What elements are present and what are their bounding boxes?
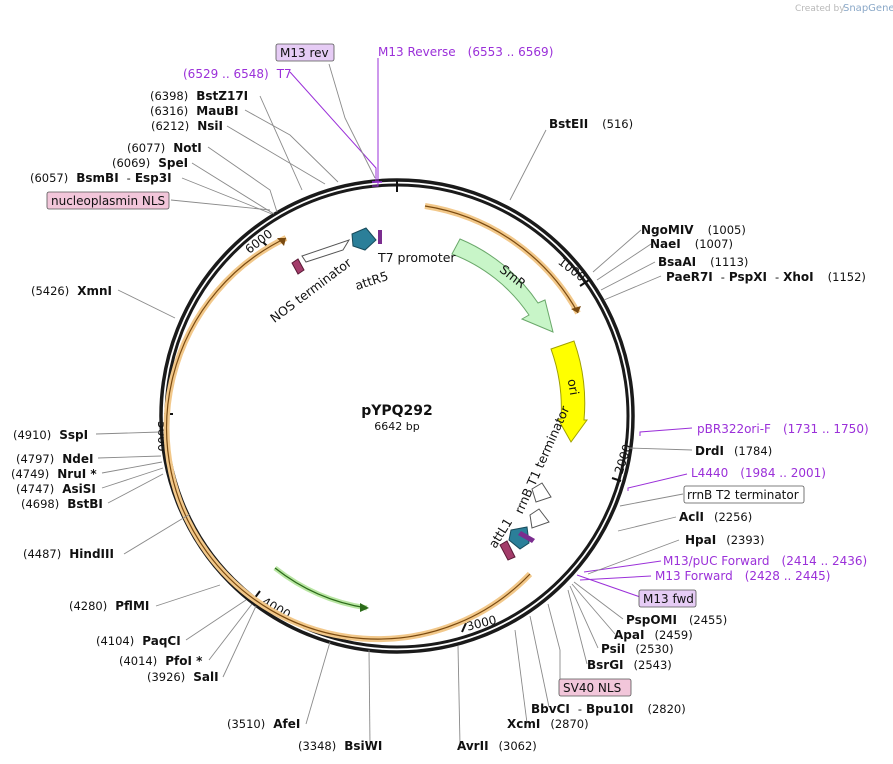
nos-magenta-feature <box>291 258 305 275</box>
attl1-magenta-feature <box>499 540 516 561</box>
rrnb-t2-box <box>683 485 805 504</box>
t7-primer-label: (6529 .. 6548) T7 <box>183 67 292 81</box>
primer-leads <box>289 58 693 599</box>
enzyme-sspi: (4910)SspI <box>13 428 88 442</box>
m13-reverse-name: M13 Reverse <box>378 45 456 59</box>
enzyme-ngomiv: NgoMIV(1005) <box>641 223 746 237</box>
m13puc-name: M13/pUC Forward <box>663 554 770 568</box>
enzyme-bbvci: BbvCI-Bpu10I(2820) <box>531 702 686 716</box>
t7-promoter-feature <box>378 230 382 244</box>
green-arc-line <box>274 567 368 609</box>
enzyme-leads <box>95 63 693 746</box>
pbr322ori-primer-label: pBR322ori-F (1731 .. 1750) <box>697 422 869 436</box>
orange-arc-left-head <box>277 238 286 246</box>
m13fwd-primer-label: M13 Forward (2428 .. 2445) <box>655 569 830 583</box>
enzyme-drdi: DrdI(1784) <box>695 444 772 458</box>
enzyme-nsii: (6212)NsiI <box>151 119 223 133</box>
m13puc-primer-label: M13/pUC Forward (2414 .. 2436) <box>663 554 867 568</box>
enzyme-spei: (6069)SpeI <box>112 156 188 170</box>
enzyme-bsrgi: BsrGI(2543) <box>587 658 672 672</box>
enzyme-xmni: (5426)XmnI <box>31 284 112 298</box>
ori-feature <box>550 340 588 443</box>
enzyme-asisi: (4747)AsiSI <box>16 482 96 496</box>
attr5-label: attR5 <box>353 268 390 293</box>
l4440-primer-label: L4440 (1984 .. 2001) <box>691 466 826 480</box>
pbr322ori-name: pBR322ori-F <box>697 422 771 436</box>
t7-name: T7 <box>276 67 292 81</box>
enzyme-hpai: HpaI(2393) <box>685 533 764 547</box>
nos-terminator-label: NOS terminator <box>267 254 355 325</box>
m13-rev-label: M13 rev <box>280 46 329 60</box>
enzyme-pflmi: (4280)PflMI <box>69 599 149 613</box>
enzyme-bstz17i: (6398)BstZ17I <box>150 89 248 103</box>
enzyme-apai: ApaI(2459) <box>614 628 693 642</box>
m13fwd-range: (2428 .. 2445) <box>745 569 831 583</box>
l4440-name: L4440 <box>691 466 728 480</box>
enzyme-noti: (6077)NotI <box>127 141 202 155</box>
m13puc-range: (2414 .. 2436) <box>782 554 868 568</box>
m13-fwd-label: M13 fwd <box>643 592 694 606</box>
sv40-nls-label: SV40 NLS <box>563 681 621 695</box>
enzyme-acli: AclI(2256) <box>679 510 752 524</box>
green-arc <box>273 566 368 611</box>
attl1-feature <box>508 526 530 550</box>
enzyme-naei: NaeI(1007) <box>650 237 733 251</box>
enzyme-xcmi: XcmI(2870) <box>507 717 589 731</box>
enzyme-paer7i: PaeR7I-PspXI-XhoI(1152) <box>666 270 866 284</box>
plasmid-size: 6642 bp <box>374 420 419 433</box>
sv40-nls-box <box>558 678 632 697</box>
enzyme-paqci: (4104)PaqCI <box>96 634 181 648</box>
plasmid-name: pYPQ292 <box>361 403 433 419</box>
green-arc-head <box>360 603 369 612</box>
enzyme-pfoi: (4014)PfoI * <box>119 654 203 668</box>
attr5-feature <box>351 227 377 251</box>
m13fwd-name: M13 Forward <box>655 569 733 583</box>
pbr322ori-range: (1731 .. 1750) <box>783 422 869 436</box>
enzyme-maubi: (6316)MauBI <box>150 104 238 118</box>
enzyme-ndei: (4797)NdeI <box>16 452 94 466</box>
enzyme-bsteii: BstEII(516) <box>549 117 633 131</box>
ori-label: ori <box>565 378 583 397</box>
enzyme-bstbi: (4698)BstBI <box>21 497 103 511</box>
credit-text: Created by <box>795 4 845 14</box>
m13-reverse-primer-label: M13 Reverse (6553 .. 6569) <box>378 45 553 59</box>
m13-rev-box <box>275 43 335 62</box>
tick-2000: 2000 <box>612 442 635 475</box>
enzyme-hindiii: (4487)HindIII <box>23 547 114 561</box>
enzyme-bsiwi: (3348)BsiWI <box>298 739 382 753</box>
smr-feature <box>451 238 554 333</box>
enzyme-afei: (3510)AfeI <box>227 717 300 731</box>
m13-fwd-box <box>638 589 697 608</box>
enzyme-bsmbi: (6057)BsmBI-Esp3I <box>30 171 172 185</box>
nos-terminator-feature <box>301 239 351 263</box>
l4440-range: (1984 .. 2001) <box>740 466 826 480</box>
rrnb-t2-feature <box>529 508 550 529</box>
rrnb-t2-label: rrnB T2 terminator <box>687 488 799 502</box>
enzyme-pspomi: PspOMI(2455) <box>626 613 727 627</box>
t7-range: (6529 .. 6548) <box>183 67 269 81</box>
enzyme-nrui: (4749)NruI * <box>11 467 97 481</box>
nucleoplasmin-nls-box <box>46 191 170 210</box>
sv40-nls-feature <box>518 531 535 543</box>
t7-promoter-label: T7 promoter <box>377 250 456 265</box>
orange-arc-top-line <box>424 205 579 314</box>
enzyme-psii: PsiI(2530) <box>601 642 674 656</box>
enzyme-bsaai: BsaAI(1113) <box>658 255 748 269</box>
enzyme-avrii: AvrII(3062) <box>457 739 537 753</box>
orange-arc-top-head <box>571 306 581 313</box>
nucleoplasmin-nls-label: nucleoplasmin NLS <box>51 194 165 208</box>
orange-arc-left-line <box>165 237 531 640</box>
m13-reverse-range: (6553 .. 6569) <box>468 45 554 59</box>
rrnb-t1-feature <box>531 482 552 503</box>
orange-arc-left <box>163 235 533 643</box>
enzyme-sali: (3926)SalI <box>147 670 219 684</box>
snapgene-brand: SnapGene <box>843 3 893 14</box>
